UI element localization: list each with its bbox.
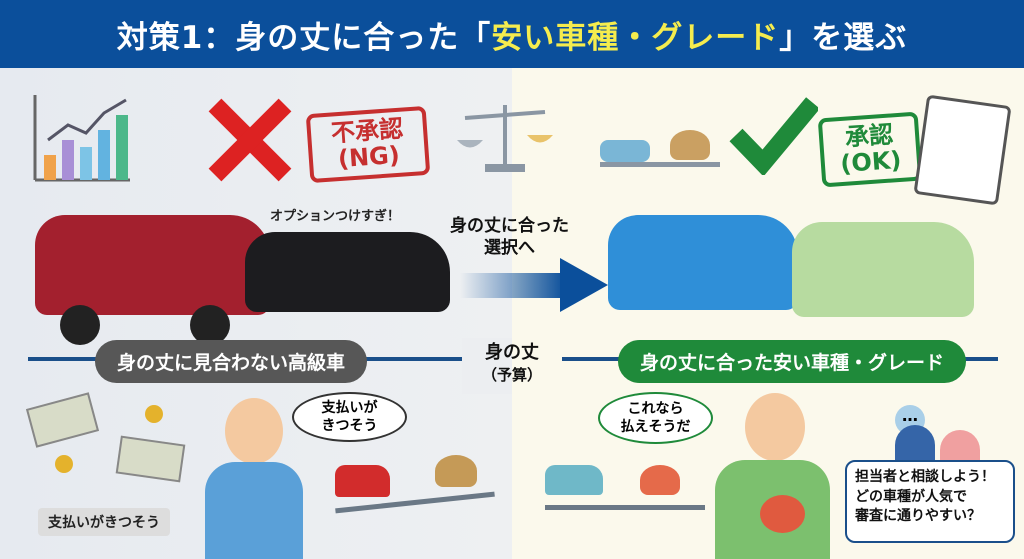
red-car-icon: [335, 465, 390, 497]
cross-icon: [208, 98, 292, 182]
option-note: オプションつけすぎ！: [270, 209, 401, 224]
small-car-icon: [600, 140, 650, 162]
ok-stamp-sub: (OK): [839, 146, 903, 179]
bar-chart-icon: [33, 95, 130, 182]
seesaw-icon: [600, 162, 720, 167]
right-label: 身の丈に合った安い車種・グレード: [618, 340, 967, 383]
worried-man-body: [205, 462, 303, 559]
page-title: 対策1：身の丈に合った「安い車種・グレード」を選ぶ: [0, 0, 1024, 68]
thought-bubble: 支払いが きつそう: [292, 392, 407, 442]
budget-subtitle: （予算）: [481, 366, 542, 384]
left-label: 身の丈に見合わない高級車: [95, 340, 368, 383]
right-arrow-icon: [460, 258, 608, 312]
small-car-icon: [545, 465, 603, 495]
purse-icon: [670, 130, 710, 160]
budget-title: 身の丈: [485, 342, 539, 363]
title-suffix: 」を選ぶ: [779, 19, 908, 56]
seesaw-icon: [545, 505, 705, 510]
happy-man-avatar: [745, 393, 805, 461]
ng-stamp: 不承認 (NG): [305, 105, 431, 183]
budget-label: 身の丈 （予算）: [462, 338, 562, 394]
purse-icon: [435, 455, 477, 487]
title-highlight: 安い車種・グレード: [491, 19, 780, 56]
luxury-sedan-illustration: [245, 232, 450, 312]
payment-hard-tag: 支払いがきつそう: [38, 508, 170, 536]
worried-man-avatar: [225, 398, 283, 464]
clipboard-checklist-icon: [913, 94, 1012, 206]
checkmark-icon: [729, 97, 818, 175]
speech-bubble: これなら 払えそうだ: [598, 392, 713, 444]
purse-icon: [760, 495, 805, 533]
purse-icon: [640, 465, 680, 495]
compact-car-illustration: [608, 215, 798, 310]
ok-stamp: 承認 (OK): [817, 111, 923, 188]
coin-icon: [55, 455, 73, 473]
wheel-icon: [190, 305, 230, 345]
luxury-suv-illustration: [35, 215, 270, 315]
title-prefix: 対策1：身の丈に合った「: [116, 19, 492, 56]
advice-box: 担当者と相談しよう！ どの車種が人気で 審査に通りやすい？: [845, 460, 1015, 543]
arrow-text: 身の丈に合った 選択へ: [450, 216, 569, 259]
wheel-icon: [60, 305, 100, 345]
kei-car-illustration: [792, 222, 974, 317]
balance-scale-icon: [457, 105, 553, 172]
coin-icon: [145, 405, 163, 423]
